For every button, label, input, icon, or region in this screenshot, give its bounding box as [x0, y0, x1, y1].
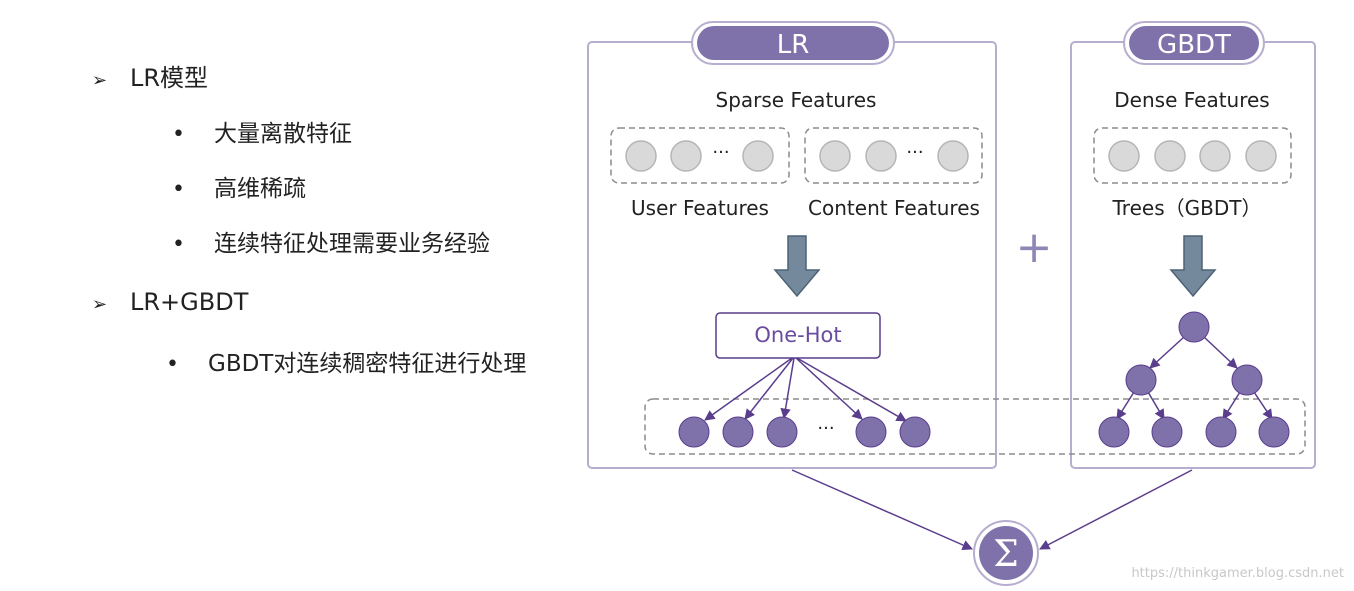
- bullet-item: •高维稀疏: [172, 176, 306, 202]
- dot-bullet-icon: •: [172, 177, 185, 202]
- tree-leaf-node: [1205, 416, 1237, 448]
- user-feature-node: [742, 140, 774, 172]
- bullet-list: ➢LR模型 •大量离散特征 •高维稀疏 •连续特征处理需要业务经验 ➢LR+GB…: [0, 0, 580, 591]
- tree-internal-node: [1125, 364, 1157, 396]
- lr-title-pill: [697, 26, 889, 60]
- content-features-ellipsis: ···: [906, 142, 923, 163]
- bullet-lr-gbdt: ➢LR+GBDT: [92, 288, 249, 316]
- one-hot-node: [678, 416, 710, 448]
- sum-node: [979, 526, 1033, 580]
- lr-title: LR: [777, 30, 810, 60]
- dense-feature-node: [1154, 140, 1186, 172]
- user-feature-node: [670, 140, 702, 172]
- dense-feature-node: [1199, 140, 1231, 172]
- sigma-icon: Σ: [993, 534, 1018, 575]
- content-feature-node: [819, 140, 851, 172]
- user-features-ellipsis: ···: [712, 142, 729, 163]
- one-hot-arrows: [704, 357, 907, 422]
- one-hot-label: One-Hot: [754, 323, 841, 347]
- user-features-label: User Features: [631, 196, 769, 220]
- tree-leaf-node: [1151, 416, 1183, 448]
- one-hot-ellipsis: ···: [817, 418, 834, 439]
- combined-features-box: [644, 398, 1306, 455]
- sparse-features-label: Sparse Features: [716, 88, 877, 112]
- dense-feature-node: [1108, 140, 1140, 172]
- dot-bullet-icon: •: [172, 122, 185, 147]
- tree-edges: [1116, 336, 1273, 420]
- bullet-item: •GBDT对连续稠密特征进行处理: [166, 351, 527, 377]
- one-hot-node: [899, 416, 931, 448]
- user-features-box: [610, 127, 790, 184]
- arrow-bullet-icon: ➢: [92, 70, 108, 91]
- dense-features-label: Dense Features: [1114, 88, 1269, 112]
- bullet-item: •连续特征处理需要业务经验: [172, 231, 490, 257]
- tree-leaf-node: [1098, 416, 1130, 448]
- content-feature-node: [865, 140, 897, 172]
- bullet-lr-model: ➢LR模型: [92, 64, 209, 92]
- gbdt-title: GBDT: [1157, 30, 1231, 60]
- dense-feature-node: [1245, 140, 1277, 172]
- plus-icon: +: [1016, 222, 1053, 273]
- lr-to-sum-arrow: [791, 469, 973, 551]
- one-hot-node: [766, 416, 798, 448]
- content-feature-node: [937, 140, 969, 172]
- user-feature-node: [625, 140, 657, 172]
- dot-bullet-icon: •: [172, 232, 185, 257]
- tree-root-node: [1178, 311, 1210, 343]
- bullet-item: •大量离散特征: [172, 121, 352, 147]
- gbdt-to-sum-arrow: [1039, 469, 1193, 550]
- trees-label: Trees（GBDT）: [1112, 196, 1262, 220]
- dot-bullet-icon: •: [166, 352, 179, 377]
- arrow-bullet-icon: ➢: [92, 294, 108, 315]
- down-arrow-icon: [773, 235, 821, 298]
- content-features-box: [804, 127, 983, 184]
- watermark: https://thinkgamer.blog.csdn.net: [1131, 566, 1344, 581]
- one-hot-node: [722, 416, 754, 448]
- content-features-label: Content Features: [808, 196, 980, 220]
- tree-leaf-node: [1258, 416, 1290, 448]
- one-hot-node: [855, 416, 887, 448]
- gbdt-title-pill: [1129, 26, 1259, 60]
- down-arrow-icon: [1169, 235, 1217, 298]
- tree-internal-node: [1231, 364, 1263, 396]
- dense-features-box: [1093, 127, 1292, 184]
